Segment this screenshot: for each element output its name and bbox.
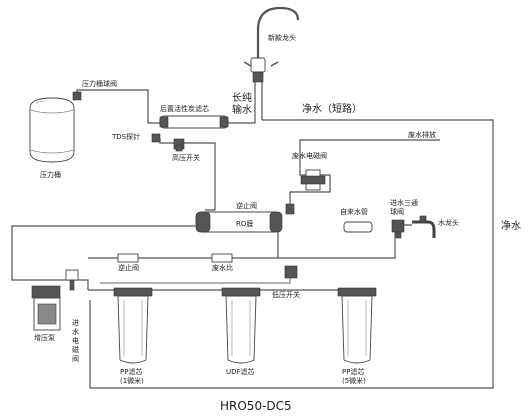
post-carbon-label: 后置活性炭滤芯 (160, 104, 209, 113)
ro-membrane-icon (195, 211, 283, 233)
booster-pump-icon (31, 285, 61, 331)
pressure-tank-label: 压力桶 (40, 170, 61, 179)
ro-inlet-pipe (11, 225, 195, 290)
faucet-feed-pipe (228, 82, 263, 124)
inlet-solenoid-label-char-2: 水 (72, 327, 79, 336)
waste-solenoid-label: 废水电磁阀 (292, 151, 327, 160)
faucet-label: 新款龙头 (268, 33, 296, 42)
pp-filter-2-sublabel: (5微米) (342, 376, 366, 385)
inlet-solenoid-label-char-1: 进 (72, 319, 79, 327)
check-valve-lower-label: 逆止阀 (118, 263, 139, 272)
tap-water-pipe-icon (343, 221, 373, 233)
tds-probe-icon (151, 133, 161, 143)
post-carbon-filter-icon (159, 115, 229, 129)
check-valve-upper-icon (285, 203, 295, 215)
waste-outlet-label: 废水排放 (408, 130, 436, 139)
udf-filter-housing (221, 287, 261, 364)
low-switch-label: 低压开关 (272, 290, 300, 299)
ro-membrane-label: RO膜 (236, 219, 253, 228)
faucet-icon (243, 6, 300, 83)
waste-ratio-label: 废水比 (212, 263, 233, 272)
high-switch-label: 高压开关 (172, 153, 200, 162)
tds-probe-label: TDS探针 (111, 132, 140, 141)
high-pressure-switch-icon (173, 138, 185, 152)
pp-filter-1-label: PP滤芯 (120, 367, 142, 376)
carbon-to-ro-pipe (159, 138, 216, 211)
long-pipe-label-1: 长纯 (232, 91, 252, 104)
inlet-tee-label-2: 球阀 (390, 207, 404, 216)
pp-filter-1-housing (113, 287, 153, 364)
inlet-tee-valve-icon (391, 219, 405, 239)
waste-ratio-icon (211, 253, 233, 263)
udf-filter-label: UDF滤芯 (226, 367, 255, 376)
pure-water-short-label: 净水（短路） (302, 102, 362, 115)
inlet-solenoid-icon (65, 269, 79, 291)
pure-water-right-label: 净水 (501, 219, 521, 232)
waste-outlet-pipe (289, 139, 440, 212)
model-title: HRO50-DC5 (220, 399, 292, 413)
feed-line-middle (88, 232, 396, 259)
low-pressure-switch-icon (284, 265, 298, 279)
inlet-solenoid-label-char-5: 阀 (72, 354, 79, 363)
pressure-tank-icon (29, 97, 75, 163)
booster-pump-label: 增压泵 (34, 333, 55, 342)
waste-solenoid-icon (300, 169, 326, 191)
inlet-tee-label-1: 进水三通 (390, 198, 418, 207)
inlet-solenoid-label-char-4: 磁 (72, 345, 79, 354)
pp-filter-2-housing (337, 287, 377, 364)
long-pipe-label-2: 输水 (232, 103, 252, 116)
filter-header-pipe-2 (100, 274, 291, 284)
pressure-valve-label: 压力桶球阀 (82, 79, 117, 88)
tap-water-pipe-label: 自来水管 (340, 207, 368, 216)
inlet-solenoid-label-char-3: 电 (72, 336, 79, 345)
check-valve-lower-icon (117, 253, 139, 263)
check-valve-label: 逆止阀 (236, 201, 257, 210)
water-tap-label: 水龙头 (438, 218, 459, 227)
pure-water-pipe-right (89, 119, 494, 389)
pp-filter-2-label: PP滤芯 (342, 367, 364, 376)
pp-filter-1-sublabel: (1微米) (120, 376, 144, 385)
water-tap-icon (412, 215, 436, 238)
pressure-tank-pipe (76, 89, 160, 124)
pressure-valve-icon (72, 91, 82, 101)
